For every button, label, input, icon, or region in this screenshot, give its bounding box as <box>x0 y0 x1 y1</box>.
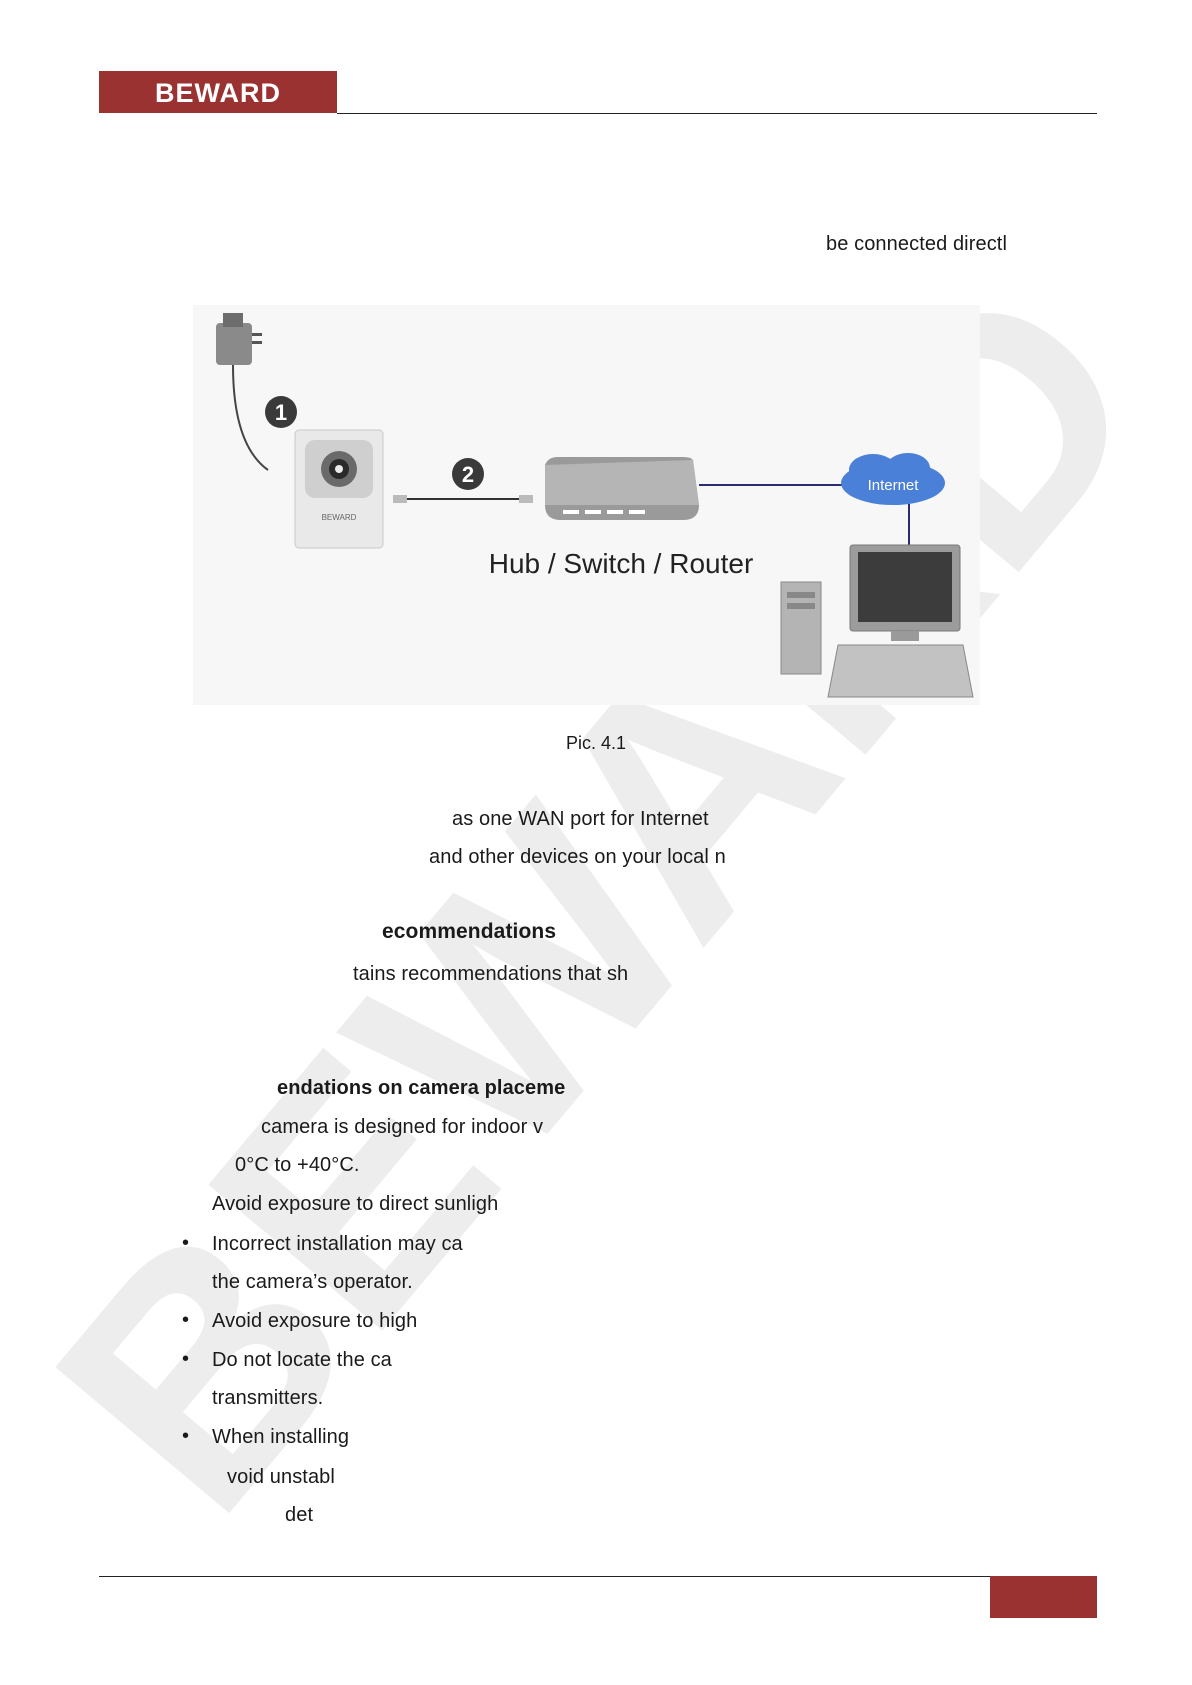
bullet-marker: • <box>182 1425 190 1447</box>
section-heading: ecommendations <box>382 920 557 943</box>
sub-heading: endations on camera placeme <box>277 1077 566 1099</box>
camera-brand-label: BEWARD <box>322 513 357 522</box>
bullet-marker: • <box>182 1348 190 1370</box>
bullet-marker: • <box>182 1232 190 1254</box>
header-rule <box>337 113 1097 114</box>
intro-fragment: be connected directl <box>826 233 1008 255</box>
connection-diagram: 1 BEWARD 2 Hub / Switch / Router Interne… <box>193 305 980 705</box>
footer-rule <box>99 1576 990 1577</box>
internet-cloud-icon: Internet <box>841 453 945 505</box>
power-adapter-icon <box>216 313 269 471</box>
bullet-marker: • <box>182 1309 190 1331</box>
body-line-temperature: 0°C to +40°C. <box>235 1154 360 1176</box>
body-line-devices: and other devices on your local n <box>429 846 726 868</box>
body-line-sunlight: Avoid exposure to direct sunligh <box>212 1193 499 1215</box>
bullet-item-installation: Incorrect installation may ca <box>212 1233 463 1255</box>
figure-caption: Pic. 4.1 <box>565 733 627 753</box>
computer-icon <box>780 544 974 698</box>
camera-icon: BEWARD <box>294 429 384 549</box>
bullet-item-installation-cont: the camera’s operator. <box>212 1271 413 1293</box>
body-line-det: det <box>285 1504 314 1526</box>
step-1-badge: 1 <box>265 396 297 428</box>
step-1-label: 1 <box>275 400 287 425</box>
bullet-item-exposure: Avoid exposure to high <box>212 1310 418 1332</box>
step-2-badge: 2 <box>452 458 484 490</box>
internet-label: Internet <box>868 477 920 494</box>
bullet-item-location: Do not locate the ca <box>212 1349 392 1371</box>
router-label: Hub / Switch / Router <box>489 548 754 579</box>
section-intro-line: tains recommendations that sh <box>353 963 629 985</box>
bullet-item-location-cont: transmitters. <box>212 1387 324 1409</box>
page-number-tab <box>990 1576 1097 1618</box>
body-line-wan: as one WAN port for Internet <box>452 808 709 830</box>
step-2-label: 2 <box>462 462 474 487</box>
ethernet-cable-icon <box>393 495 533 503</box>
bullet-item-installing: When installing <box>212 1426 350 1448</box>
router-icon <box>545 457 699 520</box>
body-line-indoor: camera is designed for indoor v <box>261 1116 544 1138</box>
brand-logo: BEWARD <box>99 71 337 113</box>
brand-logo-text: BEWARD <box>155 78 281 108</box>
body-line-unstable: void unstabl <box>227 1466 335 1488</box>
